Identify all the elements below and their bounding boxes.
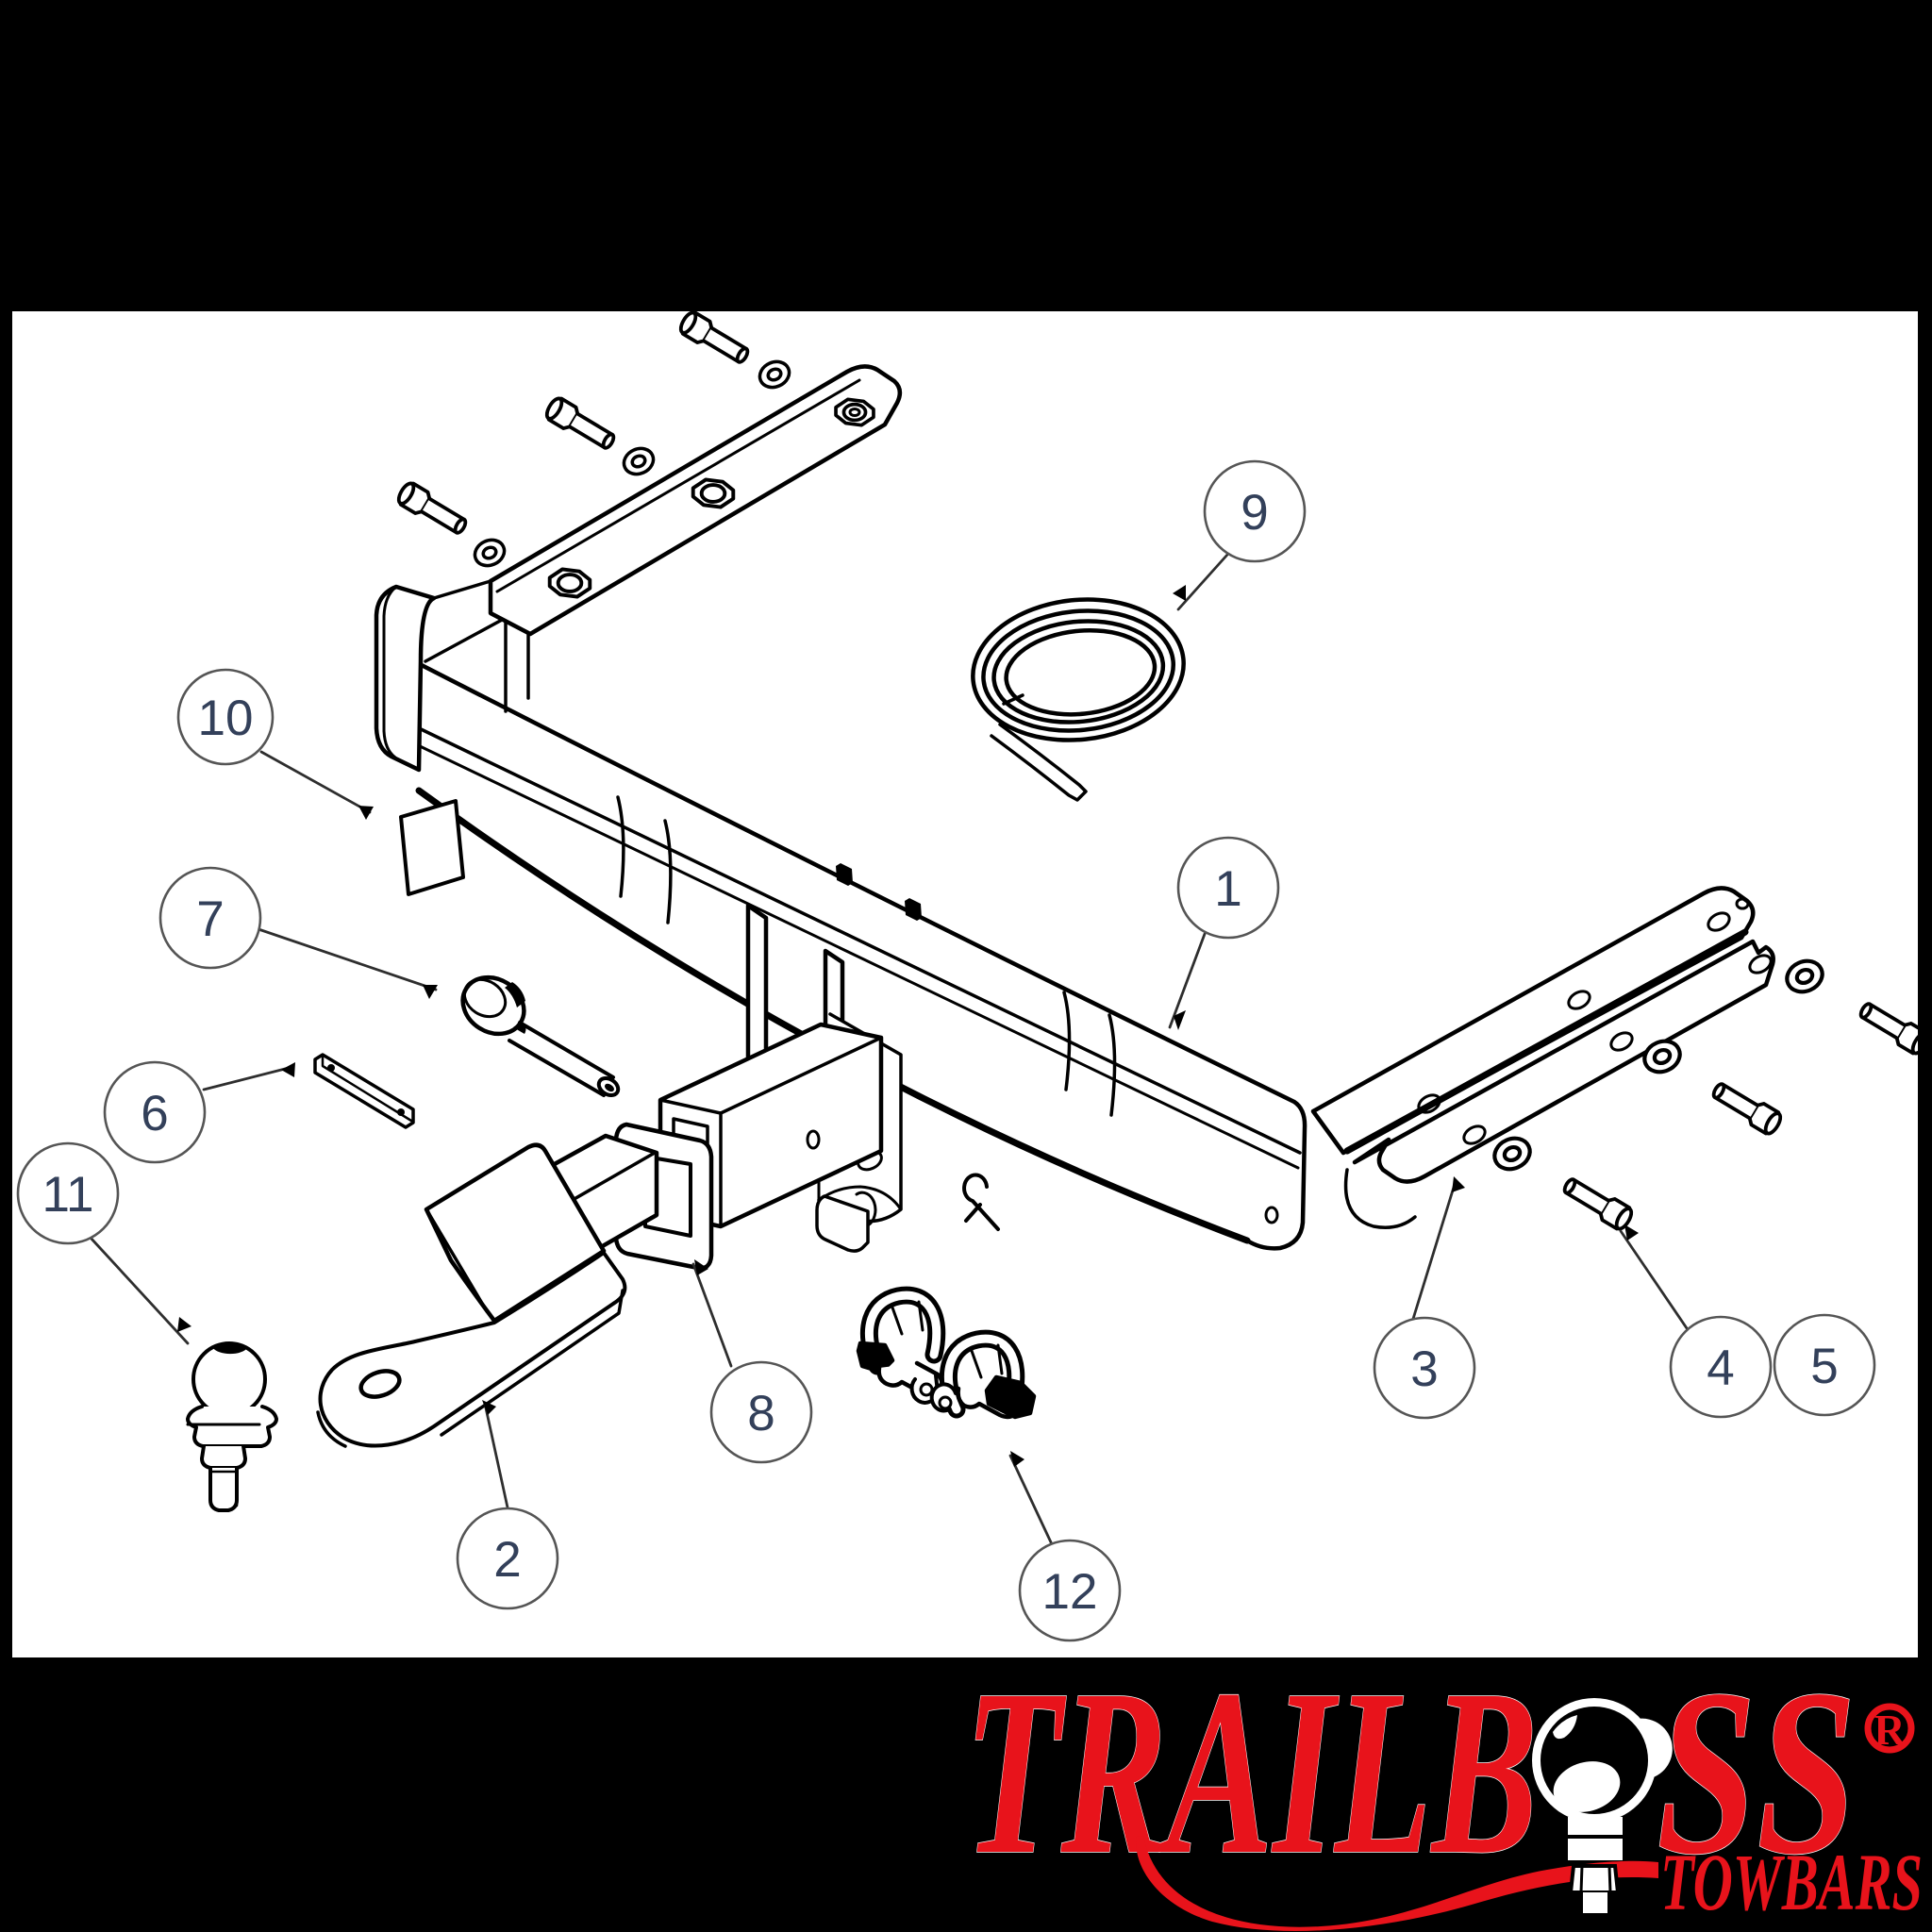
svg-text:9: 9	[1241, 485, 1268, 541]
svg-text:SS: SS	[1657, 1640, 1857, 1904]
svg-text:10: 10	[198, 691, 254, 746]
svg-text:5: 5	[1810, 1339, 1838, 1394]
svg-text:12: 12	[1042, 1564, 1098, 1620]
svg-text:4: 4	[1707, 1341, 1734, 1396]
svg-text:TRAILB: TRAILB	[964, 1640, 1538, 1904]
svg-text:7: 7	[196, 891, 224, 947]
svg-text:TOWBARS: TOWBARS	[1660, 1837, 1923, 1927]
svg-text:6: 6	[141, 1086, 168, 1141]
svg-text:1: 1	[1214, 861, 1241, 917]
svg-text:2: 2	[493, 1532, 521, 1588]
svg-text:8: 8	[747, 1386, 774, 1441]
svg-text:R: R	[1874, 1706, 1906, 1754]
svg-text:3: 3	[1410, 1341, 1438, 1397]
svg-text:11: 11	[42, 1167, 93, 1223]
